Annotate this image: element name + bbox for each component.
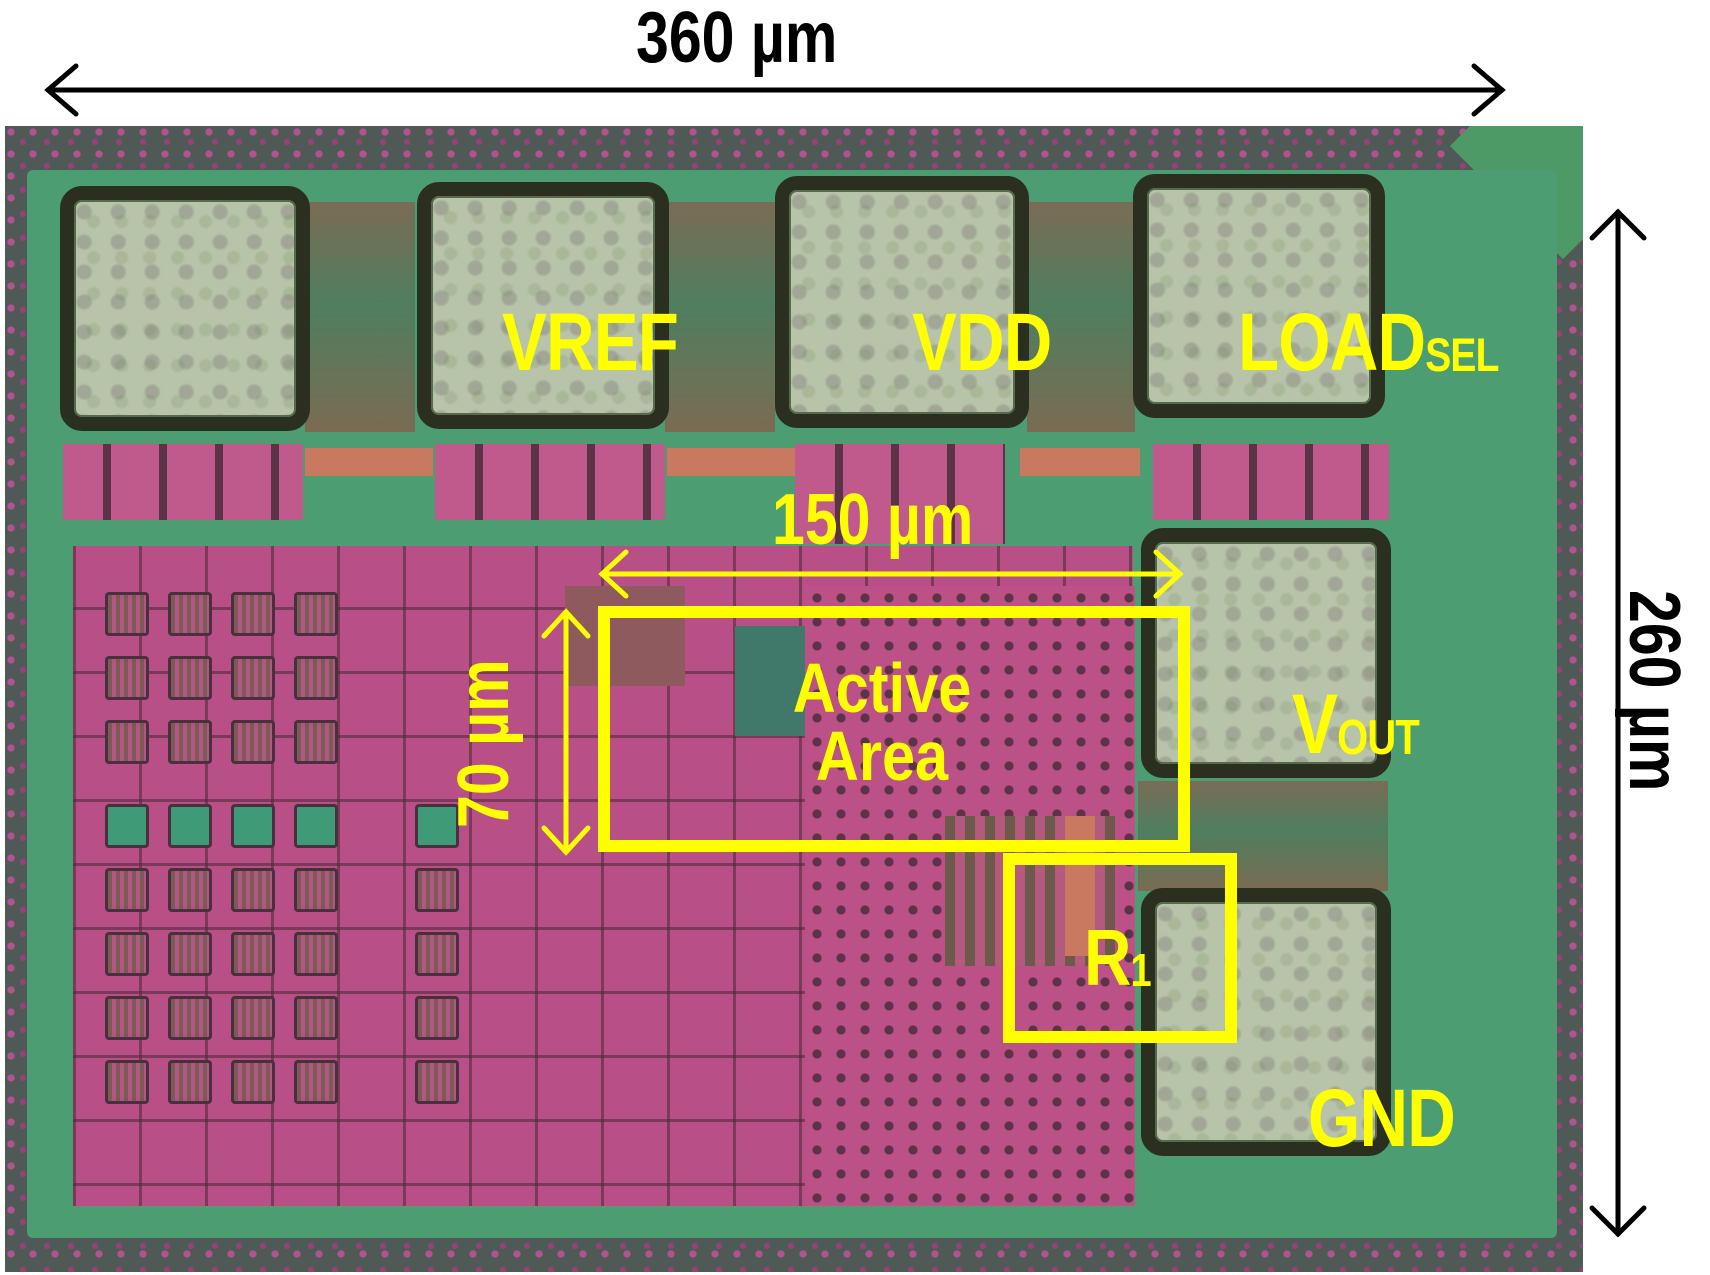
pad-bus-3 xyxy=(1027,202,1135,432)
resistor-poly xyxy=(1065,816,1095,956)
label-vout: VOUT xyxy=(1292,677,1420,771)
poly-strip-1 xyxy=(305,448,433,476)
pad-esd-3 xyxy=(795,444,1005,544)
pad-esd-2 xyxy=(435,444,665,520)
active-area-label: Active Area xyxy=(792,649,972,795)
bond-pad-vout xyxy=(1141,528,1391,778)
chip-die-photo xyxy=(5,126,1583,1272)
active-area-box xyxy=(598,606,1190,852)
label-vref: VREF xyxy=(502,297,679,388)
width-dimension-label: 360 µm xyxy=(636,0,838,78)
label-gnd: GND xyxy=(1308,1073,1456,1164)
active-height-label: 70 µm xyxy=(444,659,524,828)
pad-bus-1 xyxy=(305,202,415,432)
poly-strip-3 xyxy=(1020,448,1140,476)
bond-pad-loadsel xyxy=(1133,174,1385,418)
height-dimension-label: 260 µm xyxy=(1614,590,1694,792)
poly-strip-2 xyxy=(667,448,795,476)
bond-pad-vdd xyxy=(775,176,1029,428)
bond-pad-vref xyxy=(417,182,669,429)
label-vdd: VDD xyxy=(912,297,1052,388)
bond-pad-gnd xyxy=(1141,888,1391,1156)
label-r1: R1 xyxy=(1084,913,1152,1002)
bond-pad-unlabeled xyxy=(60,186,310,431)
label-loadsel: LOADSEL xyxy=(1238,297,1499,388)
resistor-r1-box xyxy=(1003,853,1237,1043)
transistor-block xyxy=(735,626,805,736)
pad-esd-1 xyxy=(63,444,303,520)
active-width-label: 150 µm xyxy=(772,480,974,560)
pad-esd-4 xyxy=(1153,444,1389,520)
pad-bus-2 xyxy=(665,202,775,432)
